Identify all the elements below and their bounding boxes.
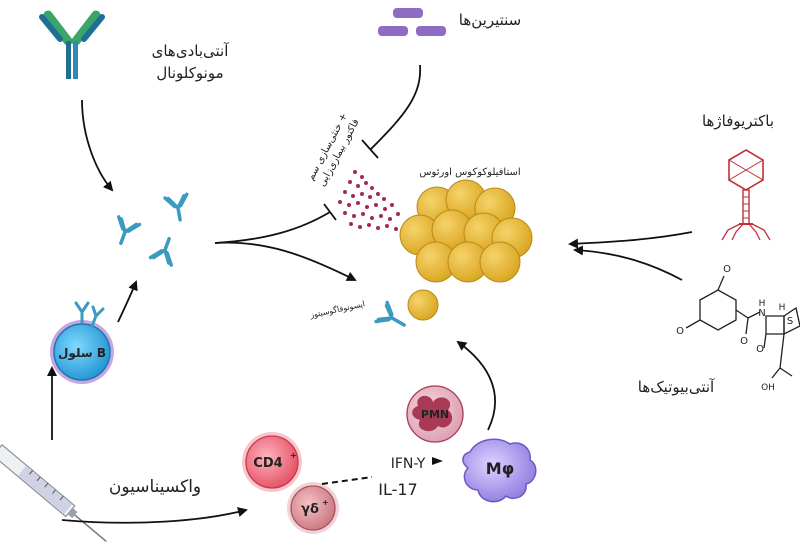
pmn-cell-icon [406, 385, 464, 443]
cd4-sup: + [290, 451, 297, 460]
drug-o3: O [740, 336, 748, 347]
gd-sup: + [322, 498, 329, 507]
sentirin-peptides-icon [378, 8, 446, 36]
inhibit-toxin-line [214, 211, 331, 244]
drug-o4: O [756, 344, 764, 355]
arrow-antibodies-to-opsono [214, 241, 357, 281]
bacteriophage-icon [721, 149, 771, 241]
monoclonal-label-line2: مونوکلونال [156, 64, 223, 82]
inhibit-sentirin-line [369, 64, 421, 151]
antibiotics-label: آنتی‌بیوتیک‌ها [638, 378, 715, 396]
drug-h1: H [759, 299, 766, 309]
macrophage-icon [462, 438, 537, 503]
cd4-cell-icon [242, 432, 302, 492]
arrows [47, 64, 693, 524]
b-cell-label: سلول B [58, 346, 106, 361]
opsonization-icon [374, 289, 439, 327]
gd-label: γδ [301, 502, 319, 517]
monoclonal-label-line1: آنتی‌بادی‌های [152, 42, 230, 60]
cd4-label: CD4 [253, 456, 282, 471]
drug-o2: O [676, 326, 684, 337]
gamma-delta-cell-icon [287, 482, 339, 534]
arrow-antibiotic-to-staph [573, 245, 683, 281]
inhibit-toxin-bar [323, 203, 337, 221]
drug-h2: H [779, 303, 786, 313]
ifn-label: IFN-Y [391, 456, 426, 472]
arrow-mab-to-antibodies [81, 99, 114, 192]
syringe-icon [0, 443, 107, 542]
pmn-label: PMN [421, 408, 449, 421]
arrow-vaccine-to-tcells [61, 507, 248, 524]
b-cell-icon [50, 301, 114, 384]
arrow-bcell-to-antibodies [117, 280, 138, 323]
arrow-mphi-to-opsono [456, 340, 496, 431]
opsonophagocytosis-label: اپسونوفاگوسیتوز [308, 298, 366, 320]
drug-s: S [787, 316, 793, 327]
arrow-phage-to-staph [568, 231, 693, 249]
cytokine-dashed-line [321, 476, 373, 485]
il17-label: IL-17 [378, 480, 417, 499]
staph-label: استافیلوکوکوس اورئوس [419, 167, 520, 178]
drug-oh: OH [761, 383, 775, 393]
toxin-particles-icon [338, 170, 400, 231]
drug-o1: O [723, 264, 731, 275]
antibiotic-structure-icon [685, 275, 800, 379]
vaccination-label: واکسیناسیون [109, 477, 201, 497]
bacteriophage-label: باکتریوفاژها [702, 112, 774, 130]
staph-cluster-icon [399, 179, 533, 283]
drug-n: N [758, 308, 765, 319]
toxin-neutralization-label: خنثی‌سازی سم + فاکتور بیماری‌زایی [305, 111, 361, 188]
inhibit-sentirin-bar [361, 139, 379, 159]
mphi-label: Mφ [486, 459, 514, 478]
monoclonal-antibody-icon [39, 10, 105, 79]
sentirin-label: سنتیرین‌ها [459, 11, 522, 29]
antibody-group-icon [117, 192, 189, 267]
ifn-arrowhead [432, 457, 443, 465]
